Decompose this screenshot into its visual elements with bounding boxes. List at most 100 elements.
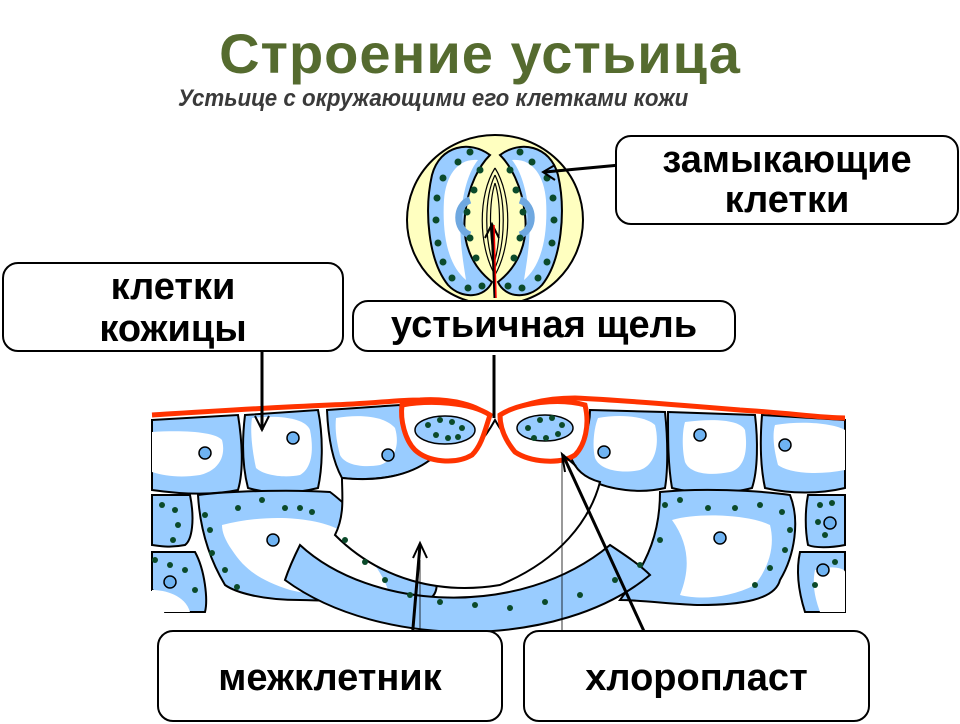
chloroplast-dot xyxy=(543,435,549,441)
chloroplast-dot xyxy=(455,434,461,440)
chloroplast-dot xyxy=(159,502,165,508)
chloroplast-dot xyxy=(235,505,241,511)
chloroplast-dot xyxy=(550,216,558,224)
left-guard-cell-vacuole xyxy=(443,159,478,280)
mesophyll-cell xyxy=(283,543,652,633)
page-subtitle: Устьице с окружающими его клетками кожи xyxy=(178,85,689,112)
chloroplast-dot xyxy=(528,158,536,166)
chloroplast-dot xyxy=(454,158,462,166)
chloroplast-dot xyxy=(167,562,173,568)
stoma-top-view xyxy=(406,134,584,306)
nucleus xyxy=(778,438,792,452)
page-title: Строение устьица xyxy=(219,22,741,85)
nucleus xyxy=(823,516,837,530)
chloroplast-dot xyxy=(382,577,388,583)
chloroplast-dot xyxy=(445,435,451,441)
chloroplast-dot xyxy=(175,522,181,528)
chloroplast-dot xyxy=(207,527,213,533)
guard-cell-chloroplasts xyxy=(432,148,558,292)
chloroplast-dot xyxy=(817,502,823,508)
chloroplast-dot xyxy=(752,582,758,588)
chloroplast-dot xyxy=(470,186,478,194)
chloroplast-dot xyxy=(342,537,348,543)
label-stomatal-slit-text: устьичная щель xyxy=(390,304,698,346)
chloroplast-dot xyxy=(525,425,531,431)
chloroplast-dot xyxy=(172,507,178,513)
chloroplast-dot xyxy=(559,422,565,428)
chloroplast-dot xyxy=(504,282,512,290)
chloroplast-dot xyxy=(433,432,439,438)
chloroplast-dot xyxy=(612,577,618,583)
chloroplast-dot xyxy=(534,274,542,282)
chloroplast-dot xyxy=(309,509,315,515)
chloroplast-dot xyxy=(192,587,198,593)
chloroplast-dot xyxy=(170,537,176,543)
label-chloroplast-text: хлоропласт xyxy=(585,657,808,699)
nucleus xyxy=(597,445,611,459)
chloroplast-dot xyxy=(705,505,711,511)
chloroplast-dot xyxy=(222,567,228,573)
right-guard-cell-vacuole xyxy=(512,159,547,280)
label-guard-cells-line2: клетки xyxy=(724,179,850,221)
chloroplast-dot xyxy=(822,532,828,538)
chloroplast-dot xyxy=(787,527,793,533)
chloroplast-dot xyxy=(829,500,835,506)
chloroplast-dot xyxy=(537,417,543,423)
chloroplast-dot xyxy=(234,584,240,590)
chloroplast-dot xyxy=(512,186,520,194)
chloroplast-dot xyxy=(433,194,441,202)
label-chloroplast: хлоропласт xyxy=(523,630,870,722)
chloroplast-dot xyxy=(434,239,442,247)
nucleus xyxy=(816,563,830,577)
chloroplast-dot xyxy=(507,605,513,611)
chloroplast-dot xyxy=(425,422,431,428)
leaf-cross-section xyxy=(151,395,846,633)
chloroplast-dot xyxy=(662,502,668,508)
chloroplast-dot xyxy=(519,208,527,216)
label-guard-cells: замыкающие клетки xyxy=(615,135,959,225)
chloroplast-dot xyxy=(152,557,158,563)
chloroplast-dot xyxy=(543,258,551,266)
pointer-arrows xyxy=(254,163,650,641)
epidermal-cells xyxy=(151,403,846,495)
chloroplast-dot xyxy=(516,234,524,242)
chloroplast-dot xyxy=(779,509,785,515)
chloroplast-dot xyxy=(182,567,188,573)
section-chloroplasts xyxy=(152,415,838,611)
label-epidermal-cells: клетки кожицы xyxy=(2,262,344,352)
chloroplast-dot xyxy=(466,234,474,242)
chloroplast-dot xyxy=(448,274,456,282)
label-guard-cells-line1: замыкающие xyxy=(662,139,912,181)
chloroplast-dot xyxy=(432,216,440,224)
chloroplast-dot xyxy=(439,174,447,182)
arrow-intercellular-space xyxy=(410,544,422,641)
chloroplast-dot xyxy=(510,254,518,262)
nucleus xyxy=(693,428,707,442)
chloroplast-dot xyxy=(407,592,413,598)
label-epidermal-cells-line1: клетки xyxy=(110,266,236,308)
chloroplast-dot xyxy=(677,497,683,503)
chloroplast-dot xyxy=(472,602,478,608)
nucleus xyxy=(713,531,727,545)
label-intercellular-space: межклетник xyxy=(157,630,503,722)
left-inner-wall xyxy=(455,196,472,239)
chloroplast-dot xyxy=(518,284,526,292)
chloroplast-dot xyxy=(459,425,465,431)
chloroplast-dot xyxy=(549,194,557,202)
chloroplast-dot xyxy=(297,505,303,511)
chloroplast-dot xyxy=(472,254,480,262)
chloroplast-dot xyxy=(549,415,555,421)
chloroplast-dot xyxy=(767,565,773,571)
chloroplast-dot xyxy=(282,505,288,511)
nucleus xyxy=(286,431,300,445)
chloroplast-dot xyxy=(437,417,443,423)
chloroplast-dot xyxy=(362,559,368,565)
arrow-stomatal-slit-top xyxy=(490,224,497,299)
chloroplast-dot xyxy=(439,258,447,266)
chloroplast-dot xyxy=(577,592,583,598)
chloroplast-dot xyxy=(657,537,663,543)
nucleus xyxy=(266,533,280,547)
label-intercellular-space-text: межклетник xyxy=(218,657,442,699)
chloroplast-dot xyxy=(732,505,738,511)
